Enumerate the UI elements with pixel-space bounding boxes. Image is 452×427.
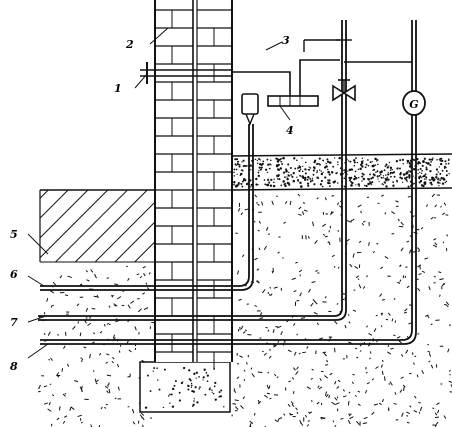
supply-pipe-3 [232, 39, 340, 100]
label-8: 8 [10, 360, 18, 373]
label-7: 7 [10, 316, 18, 329]
left-ground-section [39, 189, 155, 263]
gas-meter-g: G [402, 90, 426, 116]
pipe-8 [40, 20, 417, 345]
label-5: 5 [10, 228, 18, 241]
valve-icon [332, 79, 356, 102]
pressure-gauge [241, 93, 259, 126]
hatched-soil [40, 190, 155, 262]
label-4: 4 [286, 124, 294, 137]
regulator-4 [267, 95, 319, 107]
label-3: 3 [282, 34, 290, 47]
meter-label: G [409, 98, 418, 111]
pipe-6 [40, 124, 254, 291]
label-2: 2 [125, 38, 134, 51]
callouts: 2 1 3 4 5 6 7 8 [10, 27, 294, 373]
label-1: 1 [114, 82, 122, 95]
foundation-block [139, 361, 231, 413]
wall-sleeve-1 [140, 62, 232, 84]
top-fill-layer [231, 153, 452, 191]
label-6: 6 [10, 268, 18, 281]
brick-wall [154, 0, 233, 370]
pipe-7 [38, 20, 352, 321]
